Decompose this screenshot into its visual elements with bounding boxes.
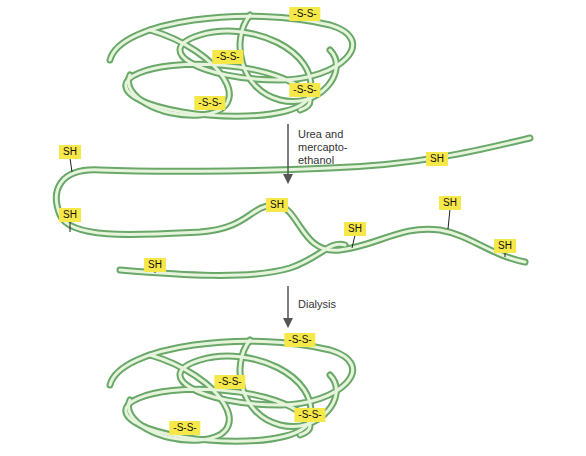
bond-tag: -S-S- — [294, 408, 325, 422]
bond-tag: SH — [344, 222, 366, 236]
bond-tag: SH — [144, 258, 166, 272]
tag-text: -S-S- — [293, 8, 316, 20]
bond-tag: SH — [439, 196, 461, 210]
tag-text: -S-S- — [298, 409, 321, 421]
tag-text: -S-S- — [198, 97, 221, 109]
bond-tag: SH — [59, 145, 81, 159]
bond-tag: -S-S- — [284, 333, 315, 347]
bond-tag: SH — [426, 152, 448, 166]
folded-protein — [110, 15, 353, 116]
bond-tag: SH — [494, 239, 516, 253]
bond-tag: -S-S- — [194, 96, 225, 110]
bond-tag: SH — [266, 198, 288, 212]
bond-tag: -S-S- — [212, 50, 243, 64]
bond-tag: -S-S- — [289, 7, 320, 21]
tag-text: -S-S- — [218, 376, 241, 388]
tag-text: SH — [443, 197, 457, 209]
refolded-protein — [110, 340, 353, 441]
tag-text: SH — [348, 223, 362, 235]
tag-text: -S-S- — [293, 84, 316, 96]
bond-tag: -S-S- — [214, 375, 245, 389]
tag-text: SH — [63, 146, 77, 158]
tag-text: SH — [430, 153, 444, 165]
tag-text: -S-S- — [173, 422, 196, 434]
step-label: Urea and mercapto- ethanol — [298, 128, 360, 167]
tag-text: SH — [63, 209, 77, 221]
bond-tag: SH — [59, 208, 81, 222]
tag-text: -S-S- — [216, 51, 239, 63]
tag-text: SH — [498, 240, 512, 252]
tag-text: SH — [148, 259, 162, 271]
unfolded-chain — [56, 138, 530, 275]
tag-text: -S-S- — [288, 334, 311, 346]
bond-tag: -S-S- — [289, 83, 320, 97]
tag-text: SH — [270, 199, 284, 211]
process-arrows — [287, 124, 289, 326]
step-label: Dialysis — [298, 298, 378, 311]
bond-tag: -S-S- — [169, 421, 200, 435]
